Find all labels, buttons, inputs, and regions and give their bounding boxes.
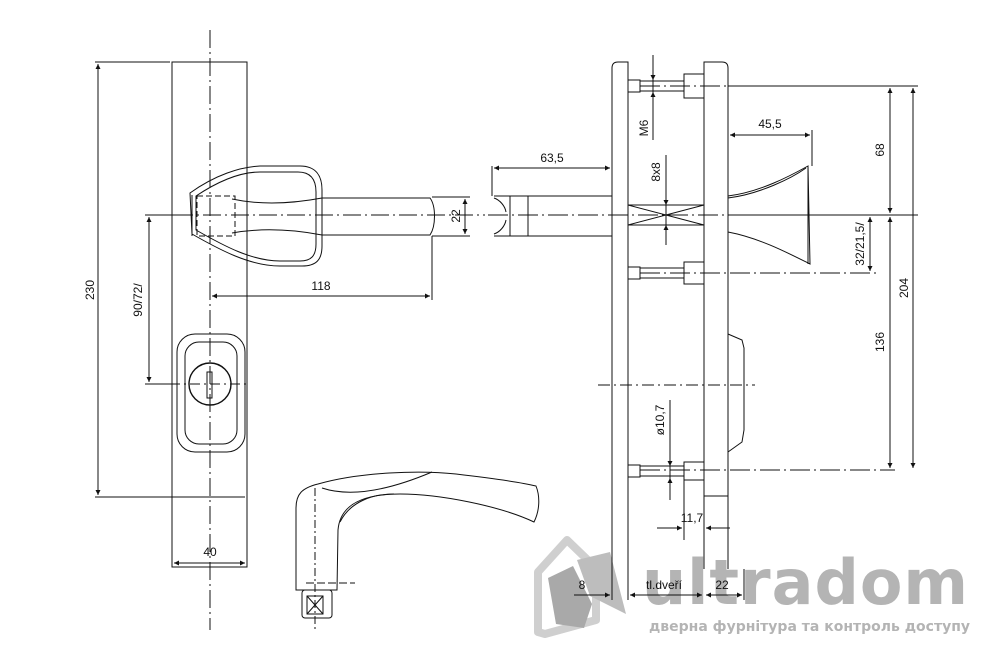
dim-front-plate-thickness: 8 xyxy=(579,578,586,592)
section-view xyxy=(488,55,918,600)
lever-side-view xyxy=(295,471,540,630)
dim-mid-screw-distance: 32/21,5/ xyxy=(853,222,867,266)
dim-plate-width: 40 xyxy=(203,545,217,559)
dim-back-plate-thickness: 22 xyxy=(715,578,729,592)
watermark-tagline: дверна фурнітура та контроль доступу xyxy=(649,619,970,635)
dim-lever-length: 118 xyxy=(311,279,330,293)
ultradom-logo-icon xyxy=(534,536,626,638)
dim-hole-diameter: ø10,7 xyxy=(653,404,667,435)
dim-total-screw-distance: 204 xyxy=(897,278,911,298)
dim-lever-thickness: 22 xyxy=(449,209,463,223)
dim-spindle-length: 63,5 xyxy=(540,151,564,165)
watermark-brand: ultradom xyxy=(642,546,969,619)
dim-plate-height: 230 xyxy=(83,280,97,300)
dim-spindle-square: 8x8 xyxy=(649,162,663,182)
dim-lower-screw-distance: 136 xyxy=(873,332,887,352)
dim-lock-distance: 90/72/ xyxy=(131,283,145,317)
dim-screw-offset: 11,7 xyxy=(681,511,704,525)
front-view-plate xyxy=(95,30,485,630)
dim-screw-thread: M6 xyxy=(637,119,651,136)
dimension-labels: 230 40 118 22 90/72/ 63,5 M6 8x8 45,5 68… xyxy=(83,117,911,592)
dim-door-thickness: tl.dveří xyxy=(646,578,683,592)
dim-knob-projection: 45,5 xyxy=(758,117,782,131)
dim-top-screw-distance: 68 xyxy=(873,143,887,157)
watermark: ultradom дверна фурнітура та контроль до… xyxy=(534,536,970,638)
